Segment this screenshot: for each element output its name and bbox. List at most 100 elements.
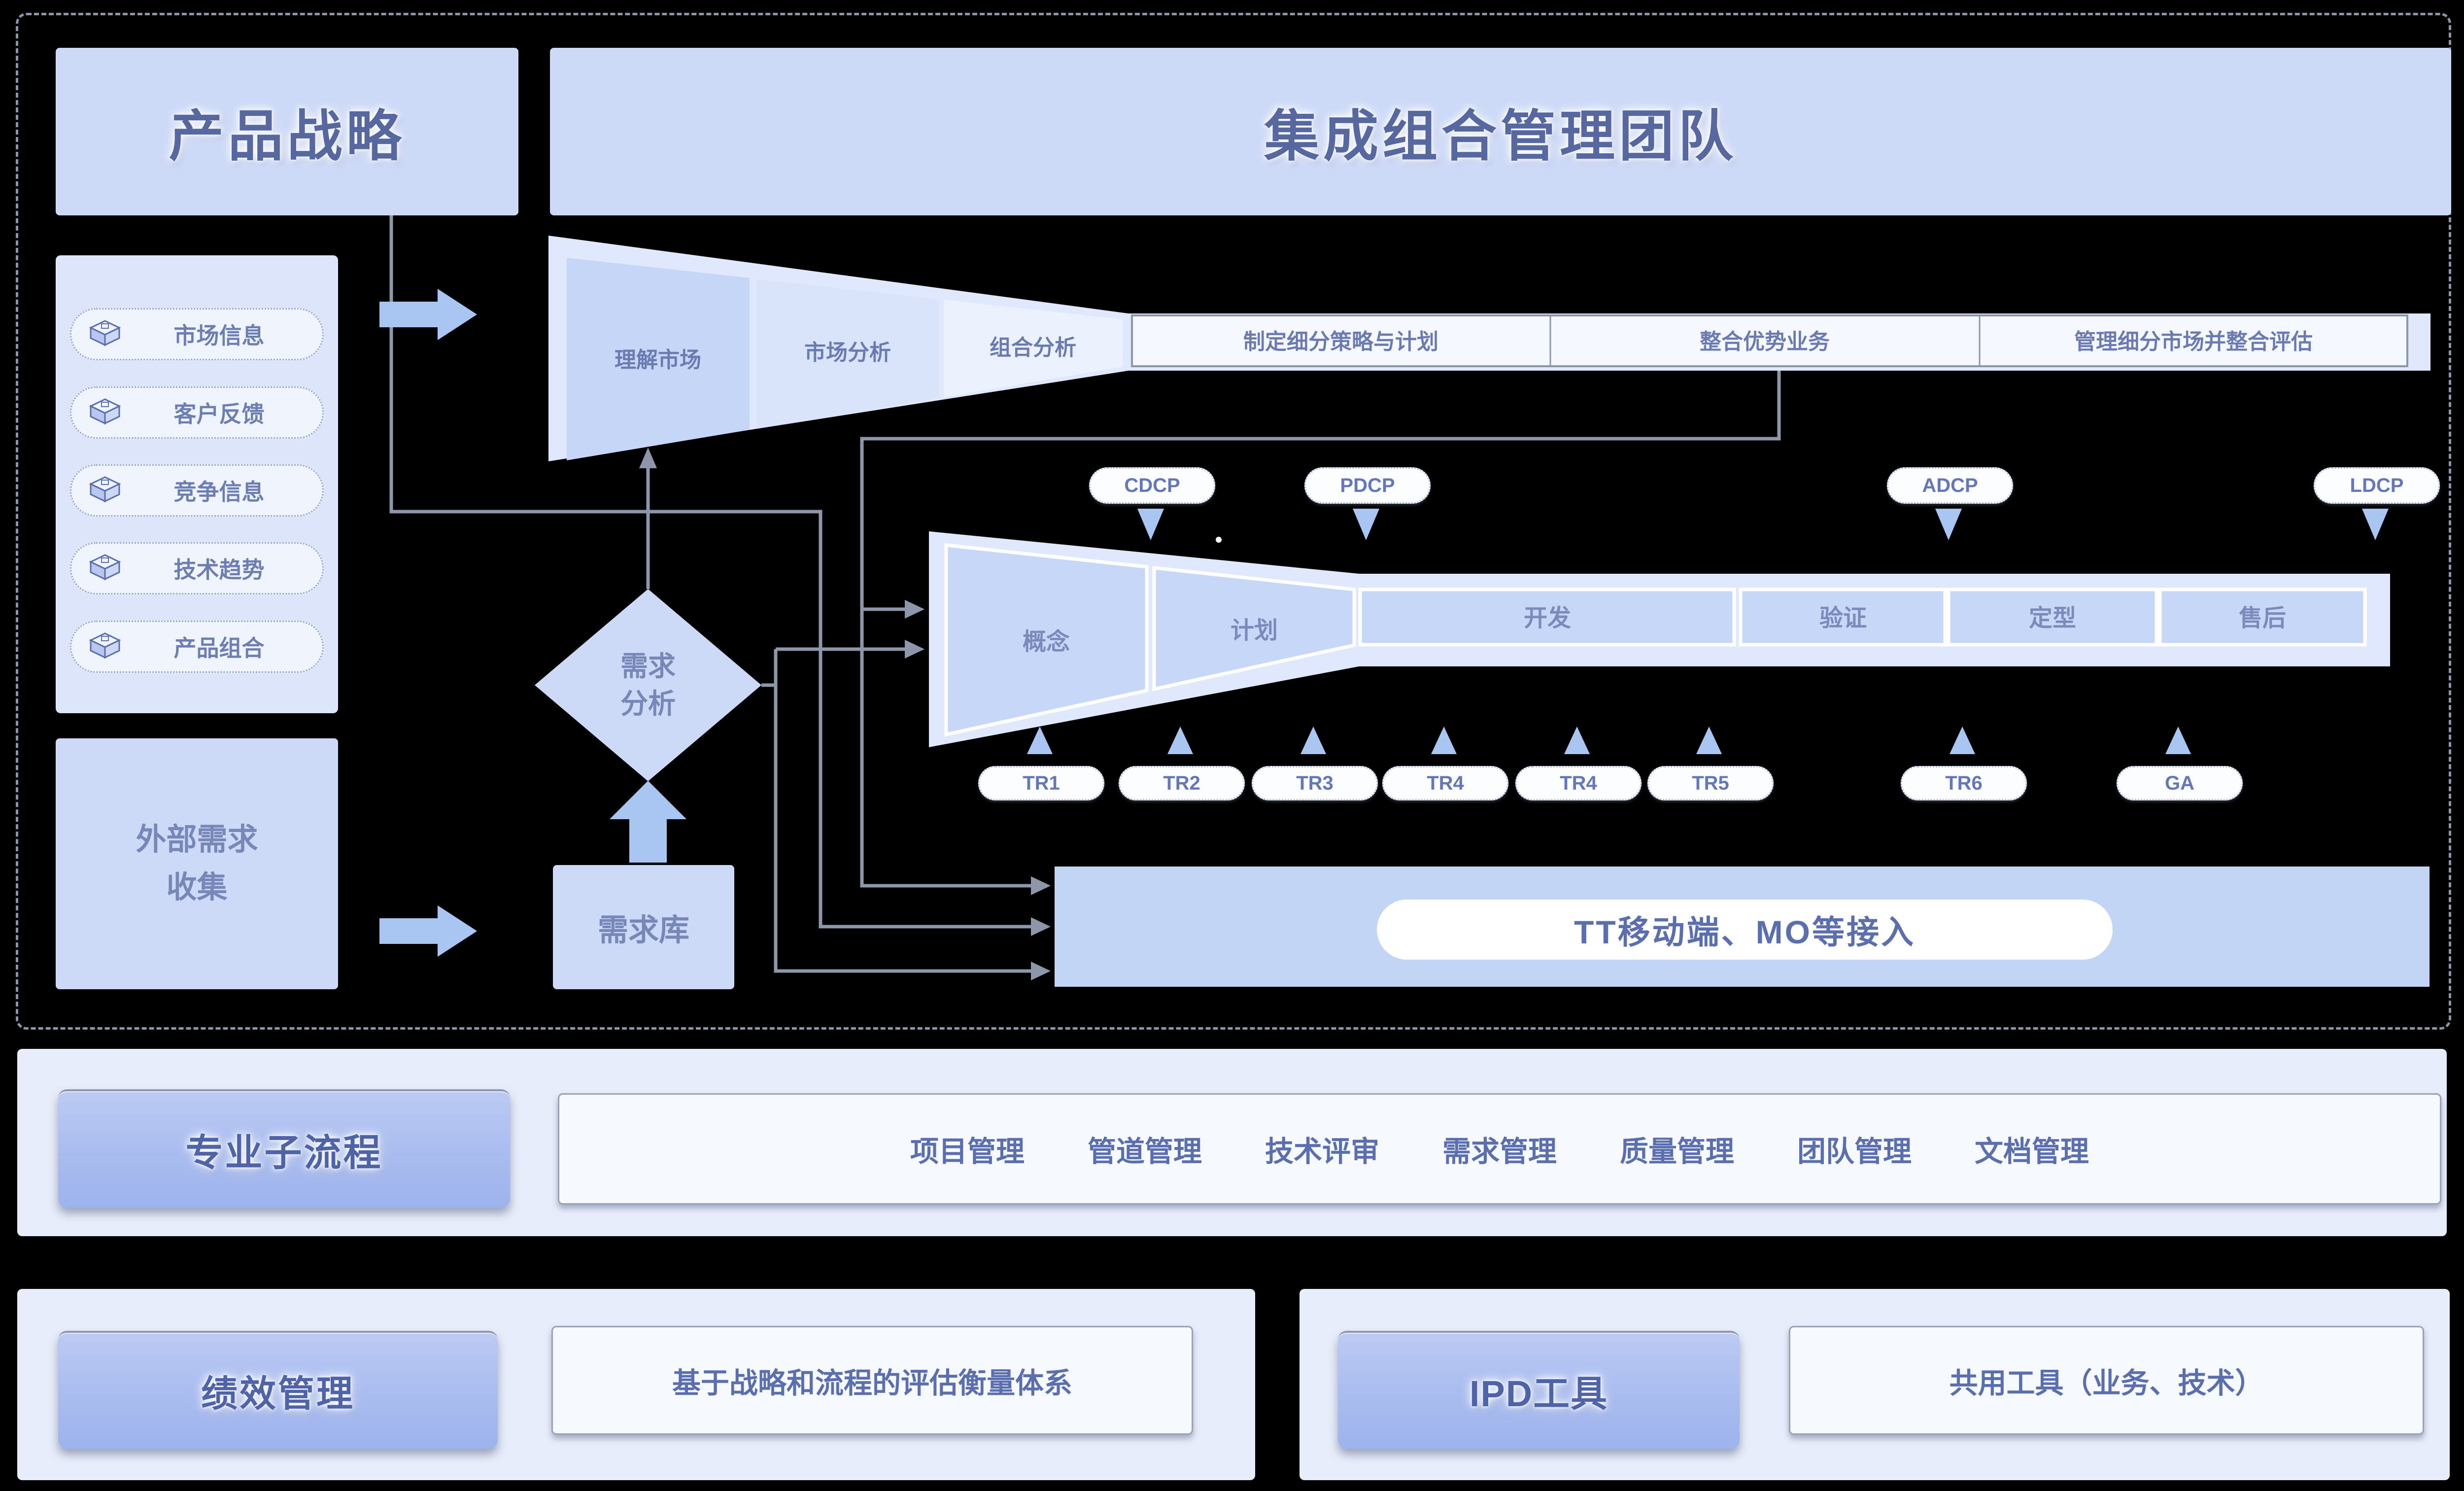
sidebar-item-label: 技术趋势 [173, 557, 265, 583]
market-stage-label: 理解市场 [615, 348, 701, 372]
tr-triangle [1564, 727, 1590, 754]
dcp-triangle [2362, 509, 2389, 540]
ipmt-box: 集成组合管理团队 [550, 48, 2451, 215]
package-icon [89, 476, 121, 506]
tr-pill-tr3: TR3 [1252, 766, 1378, 800]
dev-funnel-cell-plan [1152, 566, 1356, 692]
dev-funnel-cell-concept [944, 543, 1149, 737]
requirement-library-label: 需求库 [597, 913, 689, 947]
market-funnel-cell-3 [944, 300, 1123, 397]
package-icon [89, 554, 121, 584]
tools-title: IPD工具 [1469, 1373, 1608, 1414]
connector-diamond-to-funnel-and-tt [646, 467, 1031, 973]
dev-stage-label: 计划 [1231, 618, 1278, 644]
sub-process-items-box: 项目管理 管道管理 技术评审 需求管理 质量管理 团队管理 文档管理 [558, 1093, 2441, 1205]
sub-process-title: 专业子流程 [185, 1132, 383, 1174]
tools-desc: 共用工具（业务、技术） [1949, 1367, 2264, 1399]
dev-stage-label: 售后 [2239, 605, 2286, 631]
tr-pill-tr4b: TR4 [1515, 766, 1642, 800]
dev-funnel-cell-develop [1358, 588, 1736, 647]
tr-pill-ga: GA [2117, 766, 2243, 800]
sidebar-item-customer-feedback: 客户反馈 [70, 386, 324, 439]
performance-desc: 基于战略和流程的评估衡量体系 [672, 1367, 1072, 1399]
sidebar-item-label: 产品组合 [173, 635, 265, 661]
tr-pill-tr1: TR1 [978, 766, 1104, 800]
sub-process-item: 质量管理 [1620, 1136, 1735, 1168]
flow-graphics-layer: 理解市场 市场分析 组合分析 制定细分策略与计划 整合优势业务 管理细分市场并整… [379, 215, 2430, 980]
requirement-analysis-label-wrap: 需求 分析 [589, 633, 707, 737]
tr-triangle [1027, 727, 1053, 754]
market-stage-label: 管理细分市场并整合评估 [2074, 330, 2313, 354]
sub-process-item: 技术评审 [1265, 1136, 1379, 1168]
dev-stage-label: 概念 [1023, 628, 1070, 655]
connector-funnel-feedback [860, 370, 1781, 888]
sub-process-item: 项目管理 [910, 1136, 1025, 1168]
dcp-pill-ldcp: LDCP [2314, 467, 2440, 504]
tr-triangle [1300, 727, 1326, 754]
dev-stage-label: 验证 [1819, 605, 1867, 631]
market-funnel-cell-2 [756, 279, 939, 429]
market-funnel-cell-1 [567, 258, 750, 460]
dev-funnel-cell-aftersales [2158, 588, 2367, 647]
dev-stage-label: 定型 [2029, 605, 2076, 631]
sidebar-item-competition-info: 竞争信息 [70, 464, 324, 517]
tr-pill-tr4a: TR4 [1382, 766, 1508, 800]
dev-stage-label: 开发 [1524, 605, 1571, 631]
blue-arrow-external-to-reqlib [379, 905, 477, 957]
package-icon [89, 398, 121, 428]
dcp-pill-pdcp: PDCP [1304, 467, 1431, 504]
ipmt-title: 集成组合管理团队 [1264, 105, 1737, 167]
requirement-analysis-label: 需求 分析 [620, 651, 676, 719]
market-funnel-band [1131, 314, 2408, 367]
blue-arrow-strategy-to-funnel [379, 289, 477, 340]
arrowhead [1031, 917, 1051, 936]
tr-pill-tr2: TR2 [1119, 766, 1245, 800]
connector-strategy-to-tt [389, 215, 1031, 929]
tt-access-label: TT移动端、MO等接入 [1574, 914, 1916, 950]
market-stage-label: 市场分析 [804, 341, 891, 365]
dev-funnel-cell-finalize [1947, 588, 2158, 647]
sub-process-item: 管道管理 [1087, 1136, 1202, 1168]
external-requirements-box: 外部需求 收集 [56, 738, 338, 989]
sidebar-item-market-info: 市场信息 [70, 308, 324, 360]
package-icon [89, 632, 121, 662]
sidebar-item-label: 客户反馈 [173, 401, 265, 427]
product-strategy-title: 产品战略 [169, 105, 406, 167]
sub-process-item: 文档管理 [1975, 1136, 2089, 1168]
tr-triangle [1950, 727, 1975, 754]
arrowhead [905, 640, 924, 659]
market-stage-label: 组合分析 [990, 336, 1076, 360]
top-dashed-container [16, 13, 2451, 1030]
performance-desc-box: 基于战略和流程的评估衡量体系 [551, 1326, 1193, 1435]
tt-access-pill: TT移动端、MO等接入 [1377, 900, 2113, 960]
blue-arrow-reqlib-to-diamond [610, 781, 686, 863]
sidebar-item-tech-trends: 技术趋势 [70, 542, 324, 594]
tr-triangle [2165, 727, 2191, 754]
sidebar-item-product-portfolio: 产品组合 [70, 621, 324, 673]
product-strategy-box: 产品战略 [56, 48, 518, 215]
dcp-pill-cdcp: CDCP [1089, 467, 1215, 504]
market-stage-label: 整合优势业务 [1700, 330, 1830, 354]
performance-title: 绩效管理 [201, 1373, 355, 1414]
tr-pill-tr6: TR6 [1901, 766, 2027, 800]
arrowhead [905, 600, 924, 619]
package-icon [89, 319, 121, 349]
sub-process-item: 需求管理 [1442, 1136, 1557, 1168]
market-stage-label: 制定细分策略与计划 [1243, 330, 1438, 354]
tr-pill-tr5: TR5 [1647, 766, 1774, 800]
arrowhead-up [639, 448, 657, 468]
tr-triangle [1167, 727, 1193, 754]
requirement-library-box: 需求库 [553, 865, 734, 989]
performance-title-box: 绩效管理 [58, 1331, 498, 1449]
tools-title-box: IPD工具 [1338, 1331, 1740, 1449]
sub-process-title-box: 专业子流程 [58, 1089, 510, 1208]
sub-process-item: 团队管理 [1797, 1136, 1912, 1168]
arrowhead [1031, 876, 1051, 895]
dcp-pill-adcp: ADCP [1887, 467, 2013, 504]
dcp-triangle [1935, 509, 1962, 540]
requirement-analysis-diamond [535, 589, 761, 781]
arrowhead [1031, 962, 1051, 980]
cursor-dot [1216, 537, 1222, 543]
sidebar-item-label: 市场信息 [173, 323, 265, 348]
